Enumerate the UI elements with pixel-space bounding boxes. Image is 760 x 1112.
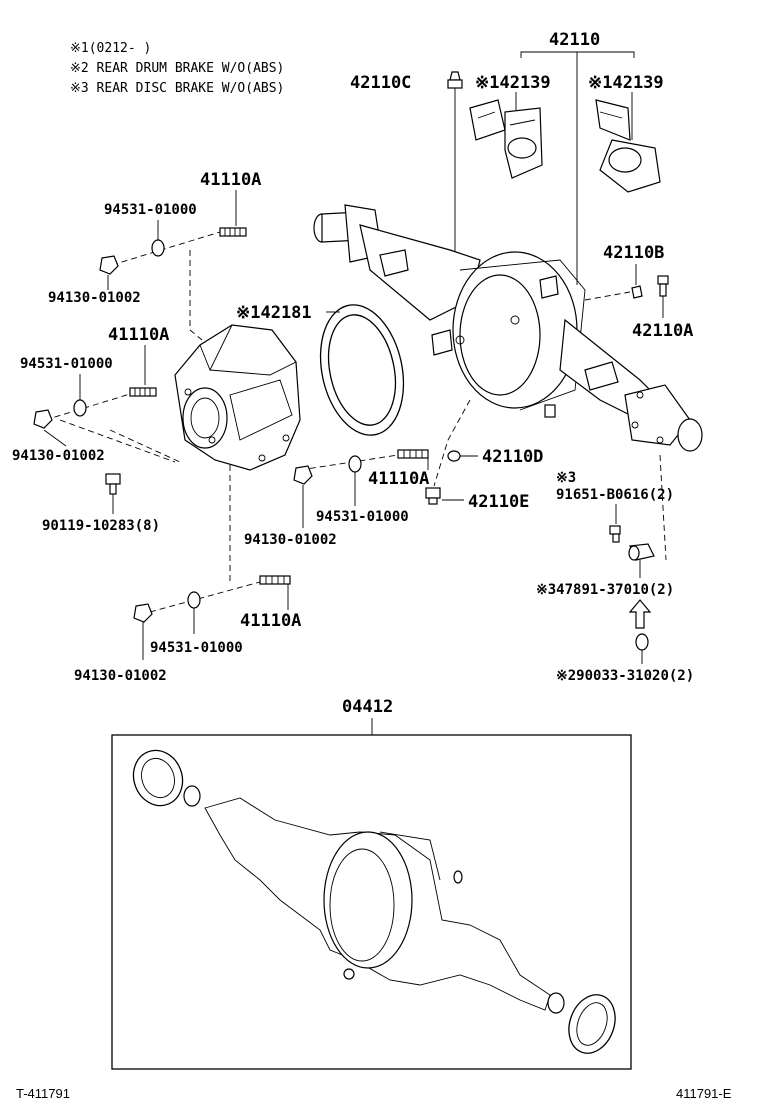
axle-housing-assembly-icon — [132, 749, 616, 1054]
bolt-42110a-right-icon — [657, 275, 669, 297]
label-42110[interactable]: 42110 — [549, 30, 600, 50]
label-41110a-center[interactable]: 41110A — [368, 469, 429, 489]
note-3: ※3 REAR DISC BRAKE W/O(ABS) — [70, 81, 284, 96]
label-94531-mid[interactable]: 94531-01000 — [20, 356, 113, 372]
washer-mid-icon — [73, 399, 87, 417]
label-290033[interactable]: ※290033-31020(2) — [556, 668, 694, 684]
label-94130-mid[interactable]: 94130-01002 — [12, 448, 105, 464]
stud-center-icon — [397, 449, 429, 459]
nut-mid-icon — [33, 409, 53, 429]
note-2: ※2 REAR DRUM BRAKE W/O(ABS) — [70, 61, 284, 76]
label-94130-bottom[interactable]: 94130-01002 — [74, 668, 167, 684]
plug-42110e-icon — [425, 487, 441, 505]
label-94130-top[interactable]: 94130-01002 — [48, 290, 141, 306]
label-42139-left[interactable]: ※142139 — [475, 73, 551, 93]
label-42110c[interactable]: 42110C — [350, 73, 411, 93]
stud-mid-icon — [129, 387, 157, 397]
sensor-47891-icon — [628, 543, 655, 561]
nut-42110b-icon — [631, 285, 643, 299]
label-94531-bottom[interactable]: 94531-01000 — [150, 640, 243, 656]
brake-bracket-left-icon — [469, 92, 543, 179]
label-94531-top[interactable]: 94531-01000 — [104, 202, 197, 218]
stud-bottom-icon — [259, 575, 291, 585]
differential-carrier-icon — [174, 324, 301, 471]
label-42181[interactable]: ※142181 — [236, 303, 312, 323]
washer-top-icon — [151, 239, 165, 257]
label-note3-marker[interactable]: ※3 — [556, 470, 576, 486]
nut-top-icon — [99, 255, 119, 275]
assembly-04412-box — [111, 734, 632, 1070]
nut-center-icon — [293, 465, 313, 485]
label-47891[interactable]: ※347891-37010(2) — [536, 582, 674, 598]
note-1: ※1(0212- ) — [70, 41, 151, 56]
footer-left-code: T-411791 — [16, 1086, 70, 1101]
gasket-42110d-icon — [447, 450, 461, 462]
brake-bracket-right-icon — [595, 92, 661, 193]
axle-housing-icon — [313, 204, 703, 452]
label-94130-center[interactable]: 94130-01002 — [244, 532, 337, 548]
label-42110e[interactable]: 42110E — [468, 492, 529, 512]
stud-top-icon — [219, 227, 247, 237]
label-41110a-top[interactable]: 41110A — [200, 170, 261, 190]
leader-42110 — [520, 51, 635, 285]
label-42110d[interactable]: 42110D — [482, 447, 543, 467]
label-42139-right[interactable]: ※142139 — [588, 73, 664, 93]
bolt-91651-icon — [609, 525, 621, 543]
nut-bottom-icon — [133, 603, 153, 623]
washer-bottom-icon — [187, 591, 201, 609]
label-94531-center[interactable]: 94531-01000 — [316, 509, 409, 525]
label-42110a-right[interactable]: 42110A — [632, 321, 693, 341]
bolt-90119-icon — [105, 473, 121, 495]
label-90119[interactable]: 90119-10283(8) — [42, 518, 160, 534]
label-04412[interactable]: 04412 — [342, 697, 393, 717]
breather-plug-icon — [447, 71, 463, 265]
cap-290033-icon — [635, 633, 649, 651]
footer-right-code: 411791-E — [676, 1086, 732, 1101]
label-42110b[interactable]: 42110B — [603, 243, 664, 263]
gasket-42181-icon — [319, 304, 405, 436]
label-41110a-mid[interactable]: 41110A — [108, 325, 169, 345]
washer-center-icon — [348, 455, 362, 473]
label-91651[interactable]: 91651-B0616(2) — [556, 487, 674, 503]
label-41110a-bottom[interactable]: 41110A — [240, 611, 301, 631]
arrow-up-icon — [628, 599, 652, 629]
notes-block: ※1(0212- ) ※2 REAR DRUM BRAKE W/O(ABS) ※… — [70, 41, 284, 96]
